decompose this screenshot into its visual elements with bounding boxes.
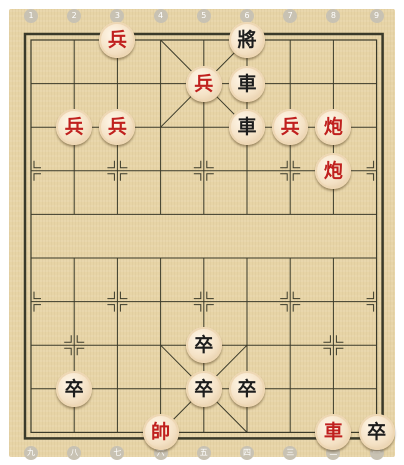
black-soldier-piece[interactable]: 卒 (56, 371, 92, 407)
black-soldier-piece[interactable]: 卒 (186, 371, 222, 407)
black-soldier-piece[interactable]: 卒 (186, 327, 222, 363)
red-soldier-piece[interactable]: 兵 (99, 109, 135, 145)
red-soldier-piece[interactable]: 兵 (99, 22, 135, 58)
black-chariot-piece[interactable]: 車 (229, 66, 265, 102)
red-chariot-piece[interactable]: 車 (315, 414, 351, 450)
red-soldier-piece[interactable]: 兵 (272, 109, 308, 145)
black-soldier-piece[interactable]: 卒 (359, 414, 395, 450)
black-chariot-piece[interactable]: 車 (229, 109, 265, 145)
black-general-piece[interactable]: 將 (229, 22, 265, 58)
red-cannon-piece[interactable]: 炮 (315, 153, 351, 189)
red-cannon-piece[interactable]: 炮 (315, 109, 351, 145)
red-soldier-piece[interactable]: 兵 (56, 109, 92, 145)
red-soldier-piece[interactable]: 兵 (186, 66, 222, 102)
black-soldier-piece[interactable]: 卒 (229, 371, 265, 407)
red-general-piece[interactable]: 帥 (143, 414, 179, 450)
